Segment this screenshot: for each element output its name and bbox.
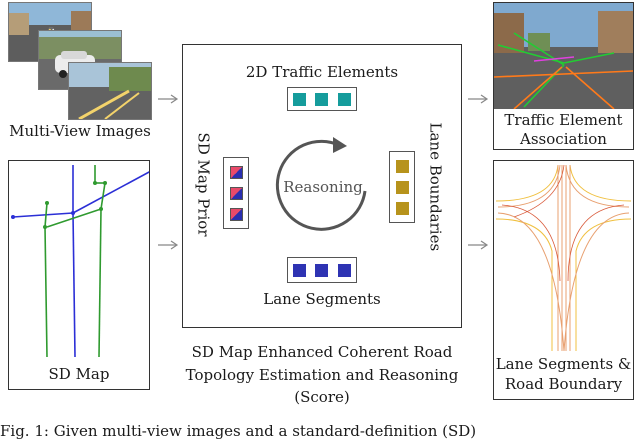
arrow-center-to-lanes — [468, 240, 489, 250]
lane-token — [292, 263, 306, 277]
camera-image-rear — [68, 62, 152, 120]
traffic-token — [338, 92, 352, 106]
reasoning-label: Reasoning — [283, 178, 363, 196]
arrow-center-to-traffic — [468, 94, 489, 104]
lane-token — [338, 263, 352, 277]
boundary-token — [396, 202, 409, 215]
center-caption-line3: (Score) — [294, 388, 350, 406]
boundary-token — [396, 181, 409, 194]
lane-segments-line2: Road Boundary — [504, 375, 623, 393]
arrow-sdmap-to-center — [158, 240, 179, 250]
figure-caption: Fig. 1: Given multi-view images and a st… — [0, 423, 477, 439]
sd-map-panel: SD Map — [8, 160, 150, 390]
boundary-token — [396, 160, 409, 173]
lane-segments-panel: Lane Segments & Road Boundary — [493, 160, 634, 400]
traffic-token — [315, 92, 329, 106]
sd-prior-token — [230, 187, 243, 200]
multi-view-images — [8, 2, 152, 120]
traffic-association-line1: Traffic Element — [504, 111, 623, 129]
sd-prior-token — [230, 208, 243, 221]
lane-segment-tokens — [287, 257, 357, 283]
traffic-association-panel: Traffic Element Association — [493, 2, 634, 150]
center-caption-line1: SD Map Enhanced Coherent Road — [191, 343, 453, 361]
sd-map-prior-title: SD Map Prior — [194, 132, 213, 237]
lane-boundaries-title: Lane Boundaries — [426, 122, 445, 252]
sd-map-graph — [11, 165, 149, 358]
lane-segments-title: Lane Segments — [263, 290, 381, 308]
traffic-elements-title: 2D Traffic Elements — [245, 63, 399, 81]
lane-segments-line1: Lane Segments & — [495, 355, 632, 373]
reasoning-panel: 2D Traffic Elements SD Map Prior Reasoni… — [182, 44, 462, 328]
lane-token — [315, 263, 329, 277]
lane-segments-graph — [495, 164, 632, 351]
center-caption-line2: Topology Estimation and Reasoning — [185, 366, 459, 384]
reasoning-cycle-icon — [275, 137, 367, 231]
traffic-token — [292, 92, 306, 106]
multi-view-label: Multi-View Images — [9, 122, 151, 140]
lane-boundary-tokens — [389, 151, 415, 223]
traffic-association-line2: Association — [520, 130, 607, 148]
sd-prior-token — [230, 166, 243, 179]
sd-map-prior-tokens — [223, 157, 249, 229]
traffic-association-image — [494, 3, 633, 109]
traffic-elements-tokens — [287, 87, 357, 111]
sd-map-label: SD Map — [48, 365, 110, 383]
arrow-images-to-center — [158, 94, 179, 104]
